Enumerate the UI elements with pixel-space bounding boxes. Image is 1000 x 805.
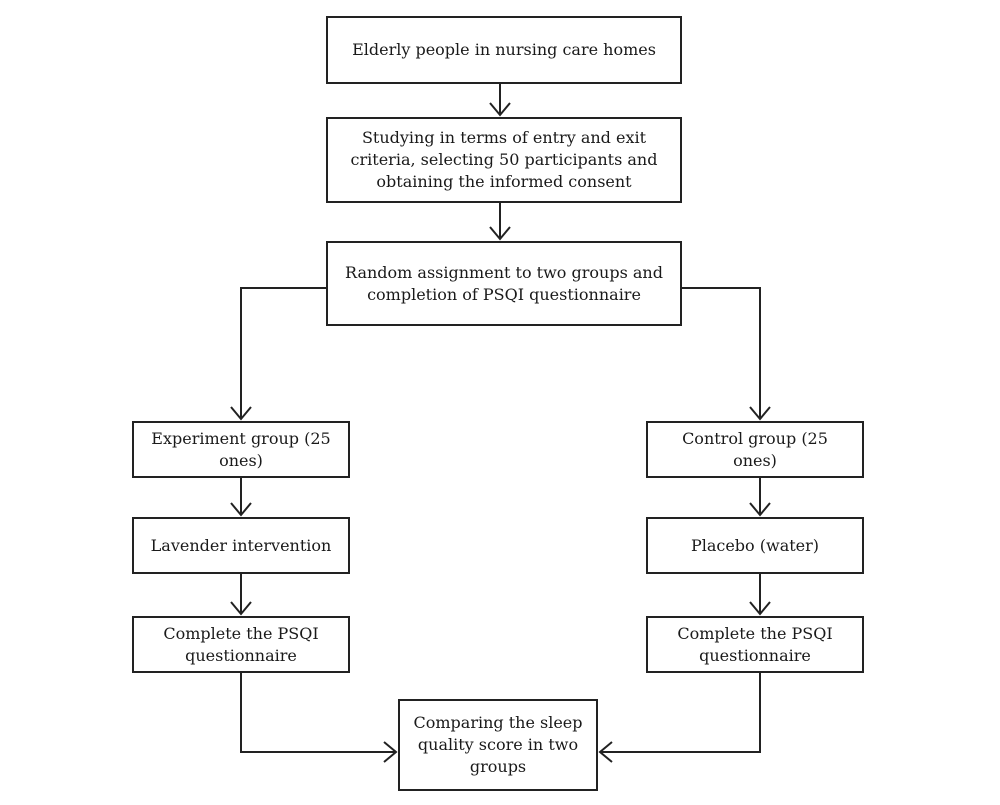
node-control-group: Control group (25 ones) bbox=[646, 421, 864, 478]
node-label: Studying in terms of entry and exit crit… bbox=[350, 128, 658, 191]
node-experiment-psqi: Complete the PSQI questionnaire bbox=[132, 616, 350, 673]
node-experiment-group: Experiment group (25 ones) bbox=[132, 421, 350, 478]
node-selection-criteria: Studying in terms of entry and exit crit… bbox=[326, 117, 682, 203]
arrow-b3-b7 bbox=[682, 287, 771, 421]
node-elderly-people: Elderly people in nursing care homes bbox=[326, 16, 682, 84]
arrow-b4-b5 bbox=[230, 478, 252, 517]
arrow-b8-b9 bbox=[749, 574, 771, 616]
node-lavender-intervention: Lavender intervention bbox=[132, 517, 350, 574]
node-random-assignment: Random assignment to two groups and comp… bbox=[326, 241, 682, 326]
node-compare-scores: Comparing the sleep quality score in two… bbox=[398, 699, 598, 791]
node-label: Elderly people in nursing care homes bbox=[352, 40, 656, 59]
arrow-b3-b4 bbox=[230, 287, 326, 421]
arrow-b9-b10 bbox=[598, 673, 761, 763]
node-placebo: Placebo (water) bbox=[646, 517, 864, 574]
arrow-b1-b2 bbox=[489, 84, 511, 117]
node-control-psqi: Complete the PSQI questionnaire bbox=[646, 616, 864, 673]
node-label: Random assignment to two groups and comp… bbox=[345, 262, 663, 304]
node-label: Complete the PSQI questionnaire bbox=[677, 623, 833, 665]
arrow-b7-b8 bbox=[749, 478, 771, 517]
node-label: Control group (25 ones) bbox=[682, 428, 828, 470]
node-label: Lavender intervention bbox=[150, 535, 332, 555]
node-label: Experiment group (25 ones) bbox=[151, 428, 331, 470]
node-label: Placebo (water) bbox=[690, 535, 820, 555]
node-label: Complete the PSQI questionnaire bbox=[163, 623, 319, 665]
arrow-b5-b6 bbox=[230, 574, 252, 616]
arrow-b2-b3 bbox=[489, 203, 511, 241]
arrow-b6-b10 bbox=[240, 673, 398, 763]
node-label: Comparing the sleep quality score in two… bbox=[413, 713, 583, 776]
